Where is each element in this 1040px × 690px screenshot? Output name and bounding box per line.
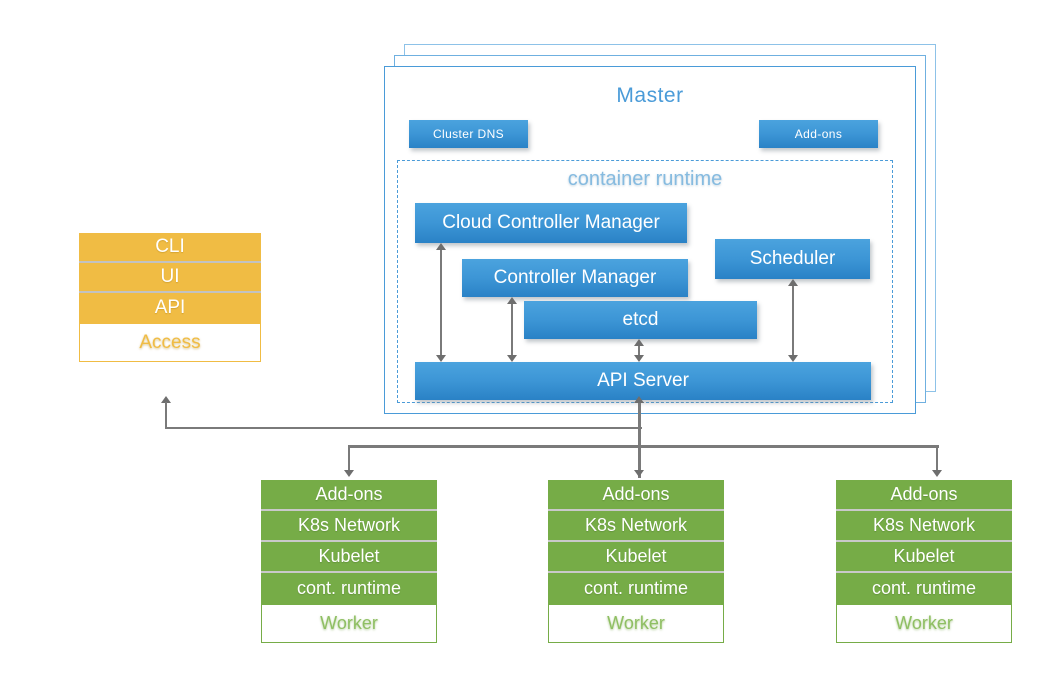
connector-apiserver-access-vline xyxy=(165,402,167,429)
connector-etcd-apiserver-arrow-down xyxy=(634,355,644,362)
connector-worker-3-arrow xyxy=(932,470,942,477)
connector-cm-apiserver-line xyxy=(511,304,513,355)
connector-apiserver-trunk xyxy=(638,402,641,478)
worker-1-row-cont-runtime[interactable]: cont. runtime xyxy=(261,573,437,604)
connector-etcd-apiserver-arrow-up xyxy=(634,339,644,346)
connector-ccm-apiserver-arrow-up xyxy=(436,243,446,250)
connector-apiserver-trunk-arrow xyxy=(634,396,644,403)
access-stack: CLI UI API Access xyxy=(79,233,261,362)
worker-1-footer-label: Worker xyxy=(261,604,437,643)
component-cluster-dns-label: Cluster DNS xyxy=(432,127,505,141)
component-cloud-controller-manager[interactable]: Cloud Controller Manager xyxy=(415,203,687,243)
worker-1-row-k8s-network[interactable]: K8s Network xyxy=(261,511,437,542)
connector-scheduler-apiserver-arrow-up xyxy=(788,279,798,286)
access-row-cli[interactable]: CLI xyxy=(79,233,261,263)
component-cluster-dns[interactable]: Cluster DNS xyxy=(409,120,528,148)
connector-worker-2-arrow xyxy=(634,470,644,477)
connector-apiserver-access-arrow xyxy=(161,396,171,403)
access-row-api[interactable]: API xyxy=(79,293,261,323)
component-scheduler-label: Scheduler xyxy=(749,248,836,269)
worker-node-2: Add-ons K8s Network Kubelet cont. runtim… xyxy=(548,480,724,643)
worker-2-footer-label: Worker xyxy=(548,604,724,643)
component-etcd-label: etcd xyxy=(622,309,659,330)
access-row-ui[interactable]: UI xyxy=(79,263,261,293)
connector-cm-apiserver-arrow-up xyxy=(507,297,517,304)
worker-node-1: Add-ons K8s Network Kubelet cont. runtim… xyxy=(261,480,437,643)
worker-node-3: Add-ons K8s Network Kubelet cont. runtim… xyxy=(836,480,1012,643)
connector-worker-1-vline xyxy=(348,445,350,473)
worker-3-footer-label: Worker xyxy=(836,604,1012,643)
container-runtime-title: container runtime xyxy=(567,168,723,190)
component-scheduler[interactable]: Scheduler xyxy=(715,239,870,279)
worker-1-row-kubelet[interactable]: Kubelet xyxy=(261,542,437,573)
component-master-add-ons-label: Add-ons xyxy=(794,127,843,141)
component-cloud-controller-manager-label: Cloud Controller Manager xyxy=(442,212,660,233)
connector-ccm-apiserver-line xyxy=(440,250,442,355)
component-api-server-label: API Server xyxy=(597,370,689,391)
component-master-add-ons[interactable]: Add-ons xyxy=(759,120,878,148)
worker-2-row-kubelet[interactable]: Kubelet xyxy=(548,542,724,573)
component-etcd[interactable]: etcd xyxy=(524,301,757,339)
component-api-server[interactable]: API Server xyxy=(415,362,871,400)
worker-3-row-add-ons[interactable]: Add-ons xyxy=(836,480,1012,511)
connector-etcd-apiserver-line xyxy=(638,346,640,355)
connector-worker-1-arrow xyxy=(344,470,354,477)
connector-scheduler-apiserver-line xyxy=(792,286,794,355)
component-controller-manager-label: Controller Manager xyxy=(493,267,657,288)
connector-scheduler-apiserver-arrow-down xyxy=(788,355,798,362)
container-runtime-frame xyxy=(397,160,893,403)
connector-cm-apiserver-arrow-down xyxy=(507,355,517,362)
worker-2-row-add-ons[interactable]: Add-ons xyxy=(548,480,724,511)
worker-3-row-k8s-network[interactable]: K8s Network xyxy=(836,511,1012,542)
connector-apiserver-access-hline xyxy=(165,427,642,429)
connector-worker-3-vline xyxy=(936,445,938,473)
worker-2-row-k8s-network[interactable]: K8s Network xyxy=(548,511,724,542)
connector-ccm-apiserver-arrow-down xyxy=(436,355,446,362)
worker-3-row-kubelet[interactable]: Kubelet xyxy=(836,542,1012,573)
worker-3-row-cont-runtime[interactable]: cont. runtime xyxy=(836,573,1012,604)
connector-worker-bus xyxy=(349,445,939,448)
worker-2-row-cont-runtime[interactable]: cont. runtime xyxy=(548,573,724,604)
access-footer-label: Access xyxy=(79,323,261,362)
component-controller-manager[interactable]: Controller Manager xyxy=(462,259,688,297)
master-title: Master xyxy=(616,84,684,107)
worker-1-row-add-ons[interactable]: Add-ons xyxy=(261,480,437,511)
